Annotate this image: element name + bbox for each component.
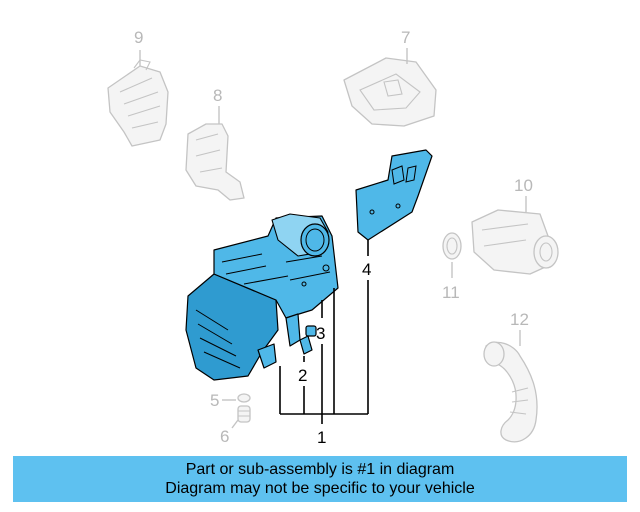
parts-diagram: 9 8 7 10 11 12 5 (107, 28, 559, 447)
banner-line-2: Diagram may not be specific to your vehi… (165, 480, 475, 497)
banner-line-1: Part or sub-assembly is #1 in diagram (185, 461, 455, 478)
callout-6[interactable]: 6 (220, 427, 229, 446)
callout-2[interactable]: 2 (298, 366, 307, 385)
part-3-screw[interactable] (305, 325, 317, 337)
callout-5[interactable]: 5 (210, 391, 219, 410)
leader-lines (279, 240, 369, 424)
callout-12[interactable]: 12 (510, 310, 529, 329)
part-2-clamp[interactable] (299, 335, 313, 355)
callout-10[interactable]: 10 (514, 176, 533, 195)
part-12-hose[interactable] (483, 330, 538, 443)
callout-9[interactable]: 9 (134, 28, 143, 47)
callout-4[interactable]: 4 (362, 260, 371, 279)
part-10-sensor[interactable] (471, 196, 559, 275)
part-8-bracket[interactable] (185, 106, 245, 201)
part-11-o-ring[interactable] (442, 232, 462, 278)
info-banner: Part or sub-assembly is #1 in diagram Di… (13, 456, 627, 502)
part-4-bracket[interactable] (355, 149, 433, 241)
part-1-air-cleaner-assembly[interactable] (185, 213, 339, 381)
part-6-bushing[interactable] (231, 405, 251, 429)
callout-11[interactable]: 11 (442, 283, 460, 302)
part-7-shield[interactable] (343, 48, 437, 127)
callout-3[interactable]: 3 (316, 324, 325, 343)
part-5-grommet[interactable] (222, 393, 251, 403)
callout-8[interactable]: 8 (213, 86, 222, 105)
part-9-air-duct[interactable] (107, 50, 169, 147)
callout-1[interactable]: 1 (317, 428, 326, 447)
callout-7[interactable]: 7 (401, 28, 410, 47)
